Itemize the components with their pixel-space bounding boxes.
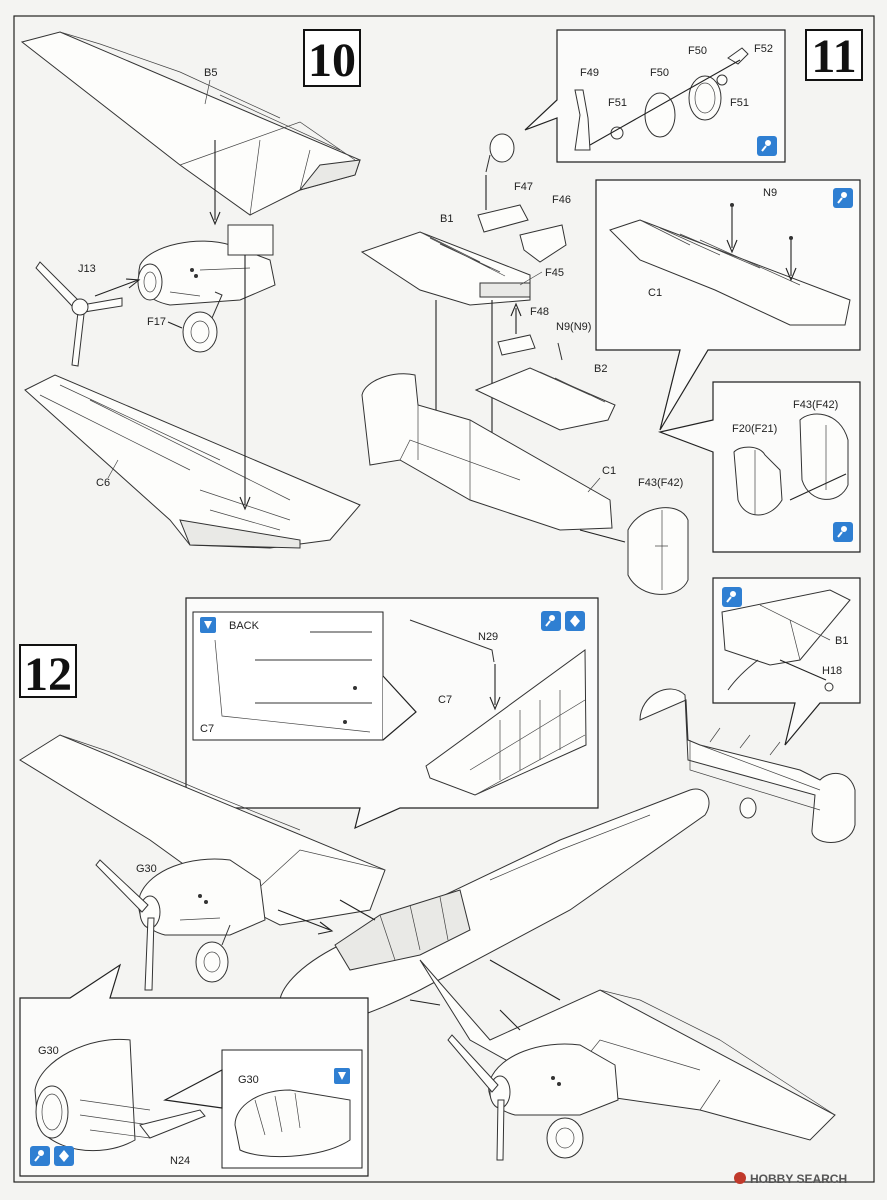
label-f51b: F51 xyxy=(730,97,749,109)
g30-n24-callout xyxy=(19,963,369,1177)
label-c1b: C1 xyxy=(602,465,616,477)
label-n24: N24 xyxy=(170,1155,190,1167)
label-b1a: B1 xyxy=(440,213,453,225)
right-wing xyxy=(419,959,836,1141)
label-f49: F49 xyxy=(580,67,599,79)
b1-stabilizer xyxy=(360,231,531,306)
label-f52: F52 xyxy=(754,43,773,55)
step-11-number: 11 xyxy=(811,30,856,83)
label-f17: F17 xyxy=(147,316,166,328)
left-nacelle xyxy=(95,858,266,991)
label-f43f42a: F43(F42) xyxy=(638,477,683,489)
wheel-f17 xyxy=(182,291,223,353)
label-f45: F45 xyxy=(545,267,564,279)
b1-h18-callout xyxy=(712,577,861,746)
label-j13: J13 xyxy=(78,263,96,275)
step-12-number: 12 xyxy=(24,648,72,701)
b5-wing-upper xyxy=(20,31,361,216)
tail-wheel-assembly xyxy=(485,133,515,210)
step-10-badge: 10 xyxy=(303,29,361,87)
label-c1a: C1 xyxy=(648,287,662,299)
label-f46: F46 xyxy=(552,194,571,206)
label-f50b: F50 xyxy=(688,45,707,57)
label-g30b: G30 xyxy=(38,1045,59,1057)
c7-detail-callout xyxy=(185,597,599,830)
f43-rudder xyxy=(579,507,689,595)
left-wing xyxy=(19,734,386,926)
label-b5: B5 xyxy=(204,67,217,79)
c1-tail-plane xyxy=(361,373,613,531)
label-c7b: C7 xyxy=(438,694,452,706)
label-f51a: F51 xyxy=(608,97,627,109)
label-n9: N9 xyxy=(763,187,777,199)
right-nacelle xyxy=(447,1034,619,1161)
label-f48: F48 xyxy=(530,306,549,318)
rudder-detail-callout xyxy=(657,381,861,553)
b2-elevator xyxy=(474,367,616,431)
label-c7a: C7 xyxy=(200,723,214,735)
label-g30c: G30 xyxy=(238,1074,259,1086)
step-10-number: 10 xyxy=(308,34,356,87)
label-h18: H18 xyxy=(822,665,842,677)
label-c6: C6 xyxy=(96,477,110,489)
label-f43f42b: F43(F42) xyxy=(793,399,838,411)
tail-assembly xyxy=(639,688,856,843)
label-f50a: F50 xyxy=(650,67,669,79)
f47-f46-parts xyxy=(477,204,567,263)
wheel-assembly-callout xyxy=(524,29,786,163)
page-frame xyxy=(13,15,875,1183)
c6-wing-lower xyxy=(24,374,361,549)
label-f47: F47 xyxy=(514,181,533,193)
step-12-badge: 12 xyxy=(19,644,77,701)
label-f20f21: F20(F21) xyxy=(732,423,777,435)
label-n9n9: N9(N9) xyxy=(556,321,591,333)
label-b2: B2 xyxy=(594,363,607,375)
label-back: BACK xyxy=(229,620,260,632)
label-g30a: G30 xyxy=(136,863,157,875)
engine-nacelle-left xyxy=(137,224,276,306)
label-n29: N29 xyxy=(478,631,498,643)
label-b1b: B1 xyxy=(835,635,848,647)
step-11-badge: 11 xyxy=(805,29,863,83)
propeller-j13 xyxy=(35,261,123,367)
hobby-search-watermark: HOBBY SEARCH xyxy=(734,1172,847,1186)
f48-part xyxy=(497,302,536,356)
watermark-text: HOBBY SEARCH xyxy=(750,1172,847,1186)
c1-detail-callout xyxy=(595,179,861,431)
